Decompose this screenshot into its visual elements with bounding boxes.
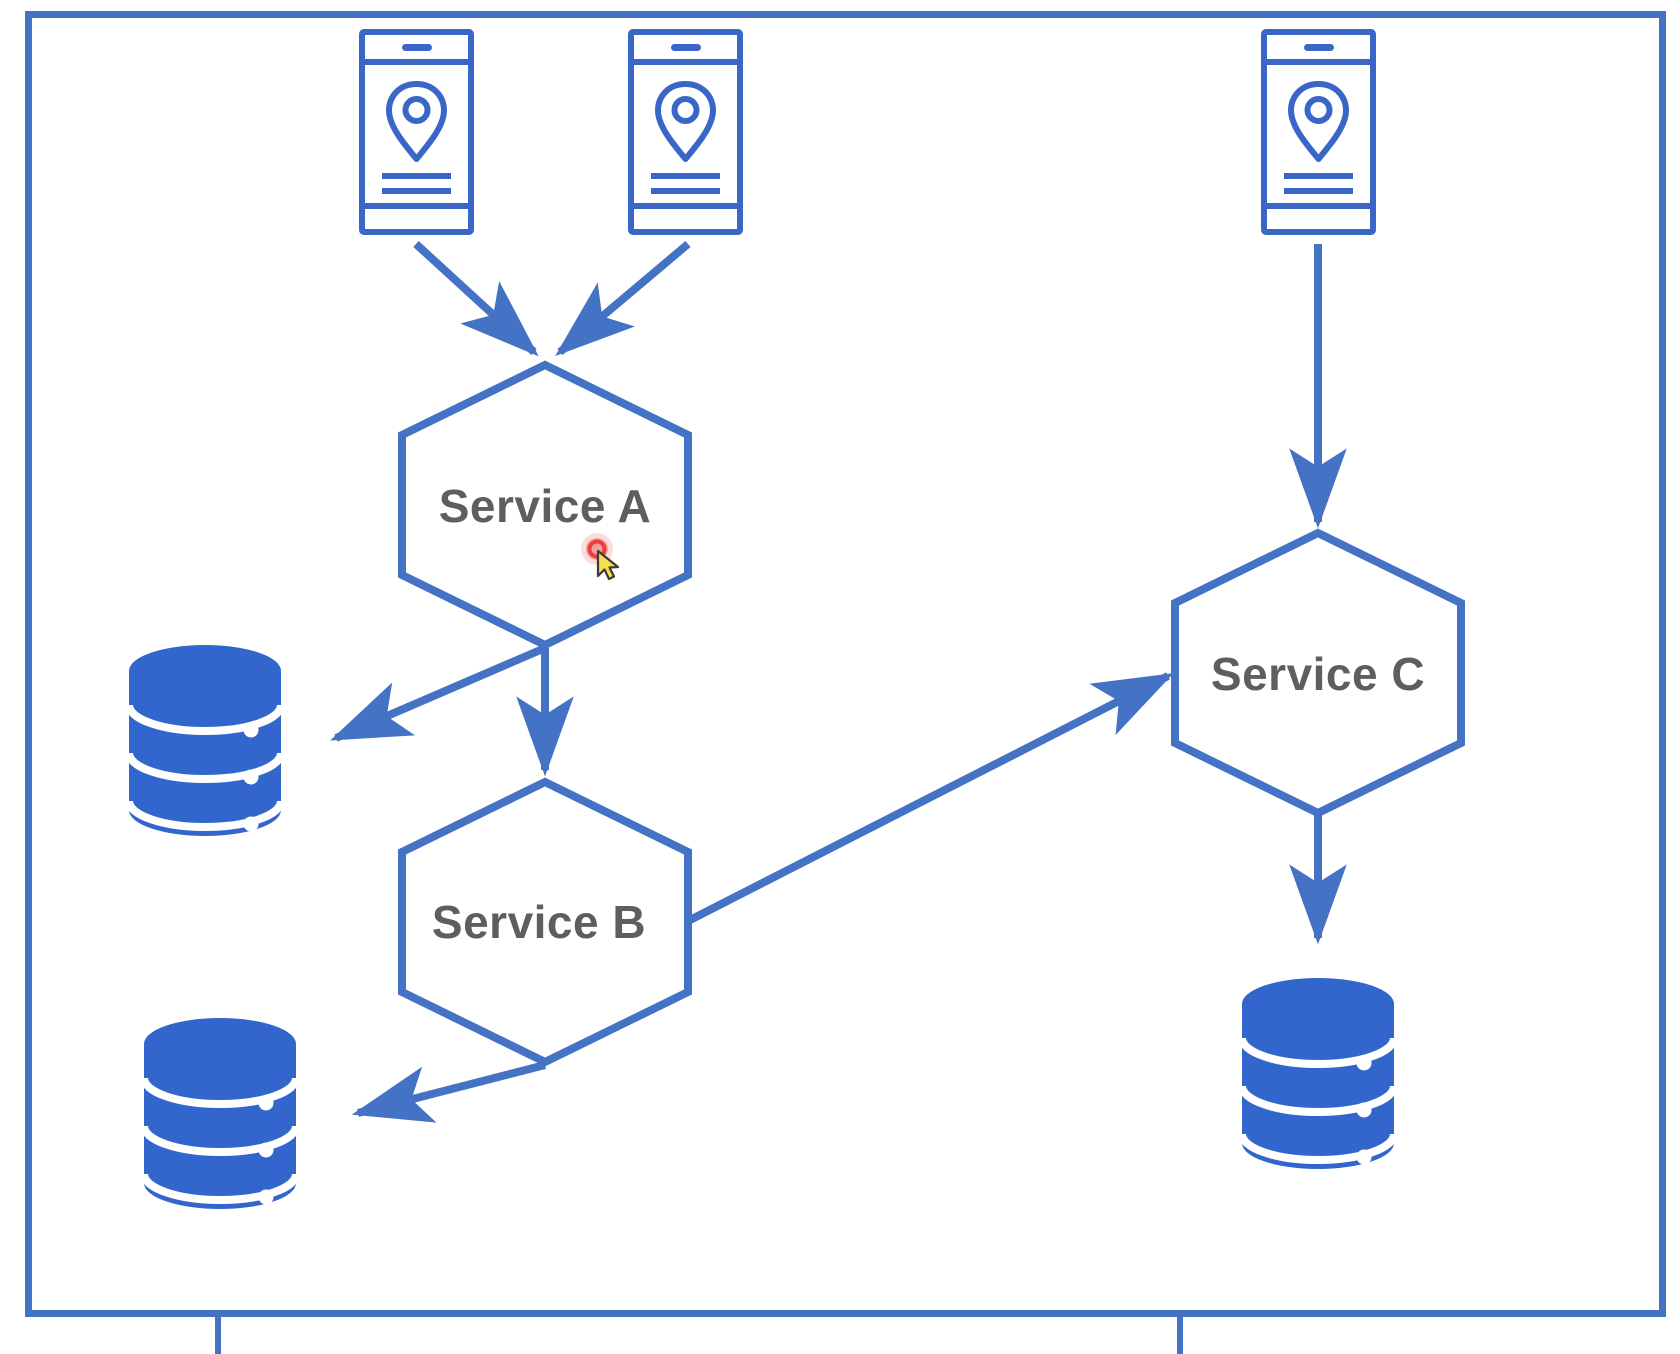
diagram-border bbox=[25, 11, 1666, 1317]
edge-service-b-to-service-c bbox=[688, 672, 1174, 924]
mobile-location-icon[interactable] bbox=[631, 32, 740, 232]
node-service-b[interactable] bbox=[398, 777, 692, 1067]
mobile-location-icon[interactable] bbox=[1264, 32, 1373, 232]
mobile-location-icon[interactable] bbox=[362, 32, 471, 232]
node-service-a[interactable] bbox=[398, 360, 692, 650]
edge-client2-to-service-a bbox=[555, 240, 691, 357]
database-cylinder-icon[interactable] bbox=[1242, 978, 1394, 1169]
edge-service-a-to-database-a bbox=[330, 644, 547, 742]
edge-service-b-to-database-b bbox=[351, 1061, 546, 1123]
node-service-c[interactable] bbox=[1171, 528, 1465, 818]
database-cylinder-icon[interactable] bbox=[129, 645, 281, 836]
database-cylinder-icon[interactable] bbox=[144, 1018, 296, 1209]
edge-client1-to-service-a bbox=[413, 241, 539, 357]
